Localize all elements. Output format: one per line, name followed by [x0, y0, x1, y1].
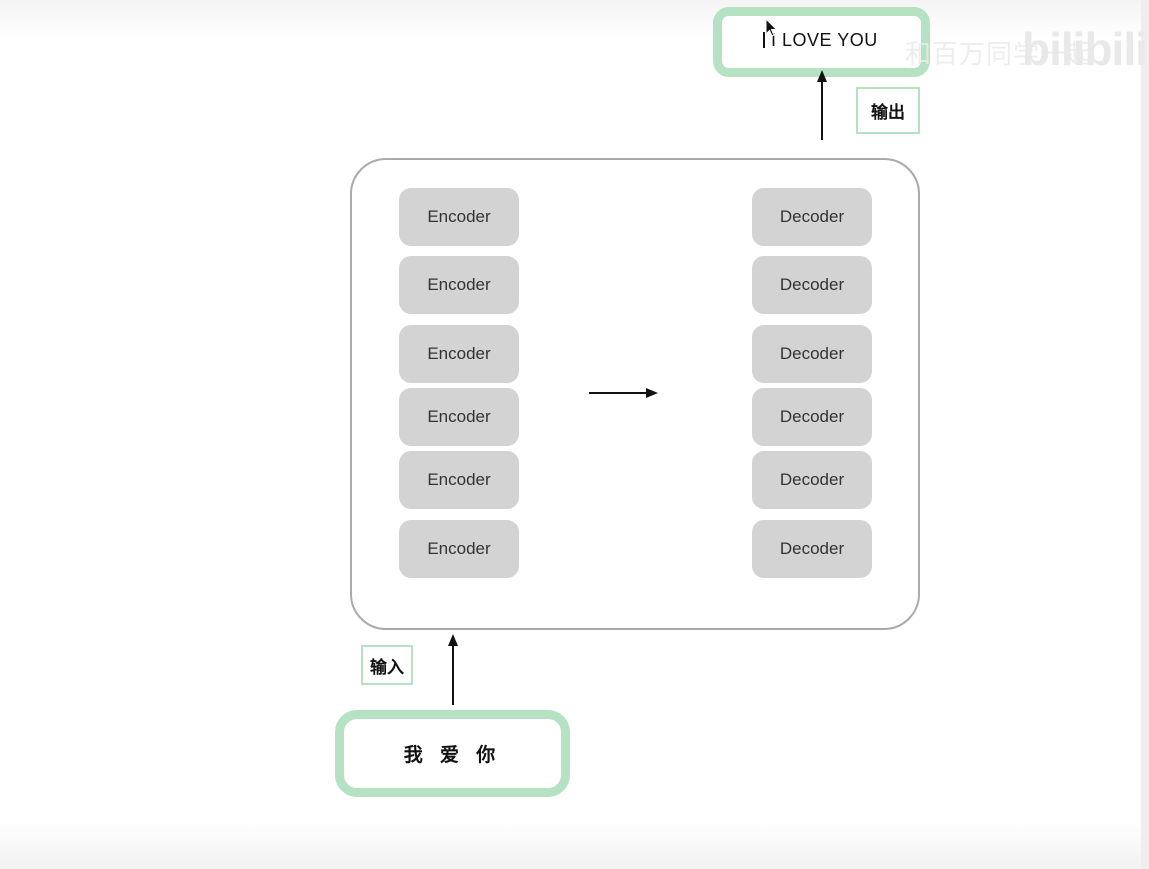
encoder-block: Encoder — [399, 325, 519, 383]
encoder-block: Encoder — [399, 256, 519, 314]
output-text: I LOVE YOU — [771, 30, 878, 50]
window-edge — [1141, 0, 1149, 869]
decoder-block: Decoder — [752, 451, 872, 509]
decoder-block: Decoder — [752, 388, 872, 446]
watermark-text: 和百万同学一起 — [905, 39, 1095, 69]
output-text-wrap: I LOVE YOU — [763, 30, 893, 51]
encoder-to-decoder-arrow — [589, 388, 658, 398]
input-text: 我 爱 你 — [403, 745, 502, 766]
encoder-block: Encoder — [399, 451, 519, 509]
output-tag: 输出 — [856, 87, 920, 134]
output-arrow — [817, 70, 827, 140]
input-box: 我 爱 你 — [335, 710, 570, 797]
decoder-block: Decoder — [752, 520, 872, 578]
bilibili-logo: bilibili — [1022, 23, 1148, 75]
text-caret — [763, 32, 765, 48]
encoder-block: Encoder — [399, 188, 519, 246]
encoder-block: Encoder — [399, 388, 519, 446]
mouse-cursor-icon — [765, 18, 778, 37]
decoder-block: Decoder — [752, 325, 872, 383]
encoder-block: Encoder — [399, 520, 519, 578]
decoder-block: Decoder — [752, 256, 872, 314]
input-arrow — [448, 634, 458, 705]
decoder-block: Decoder — [752, 188, 872, 246]
input-tag: 输入 — [361, 645, 413, 685]
